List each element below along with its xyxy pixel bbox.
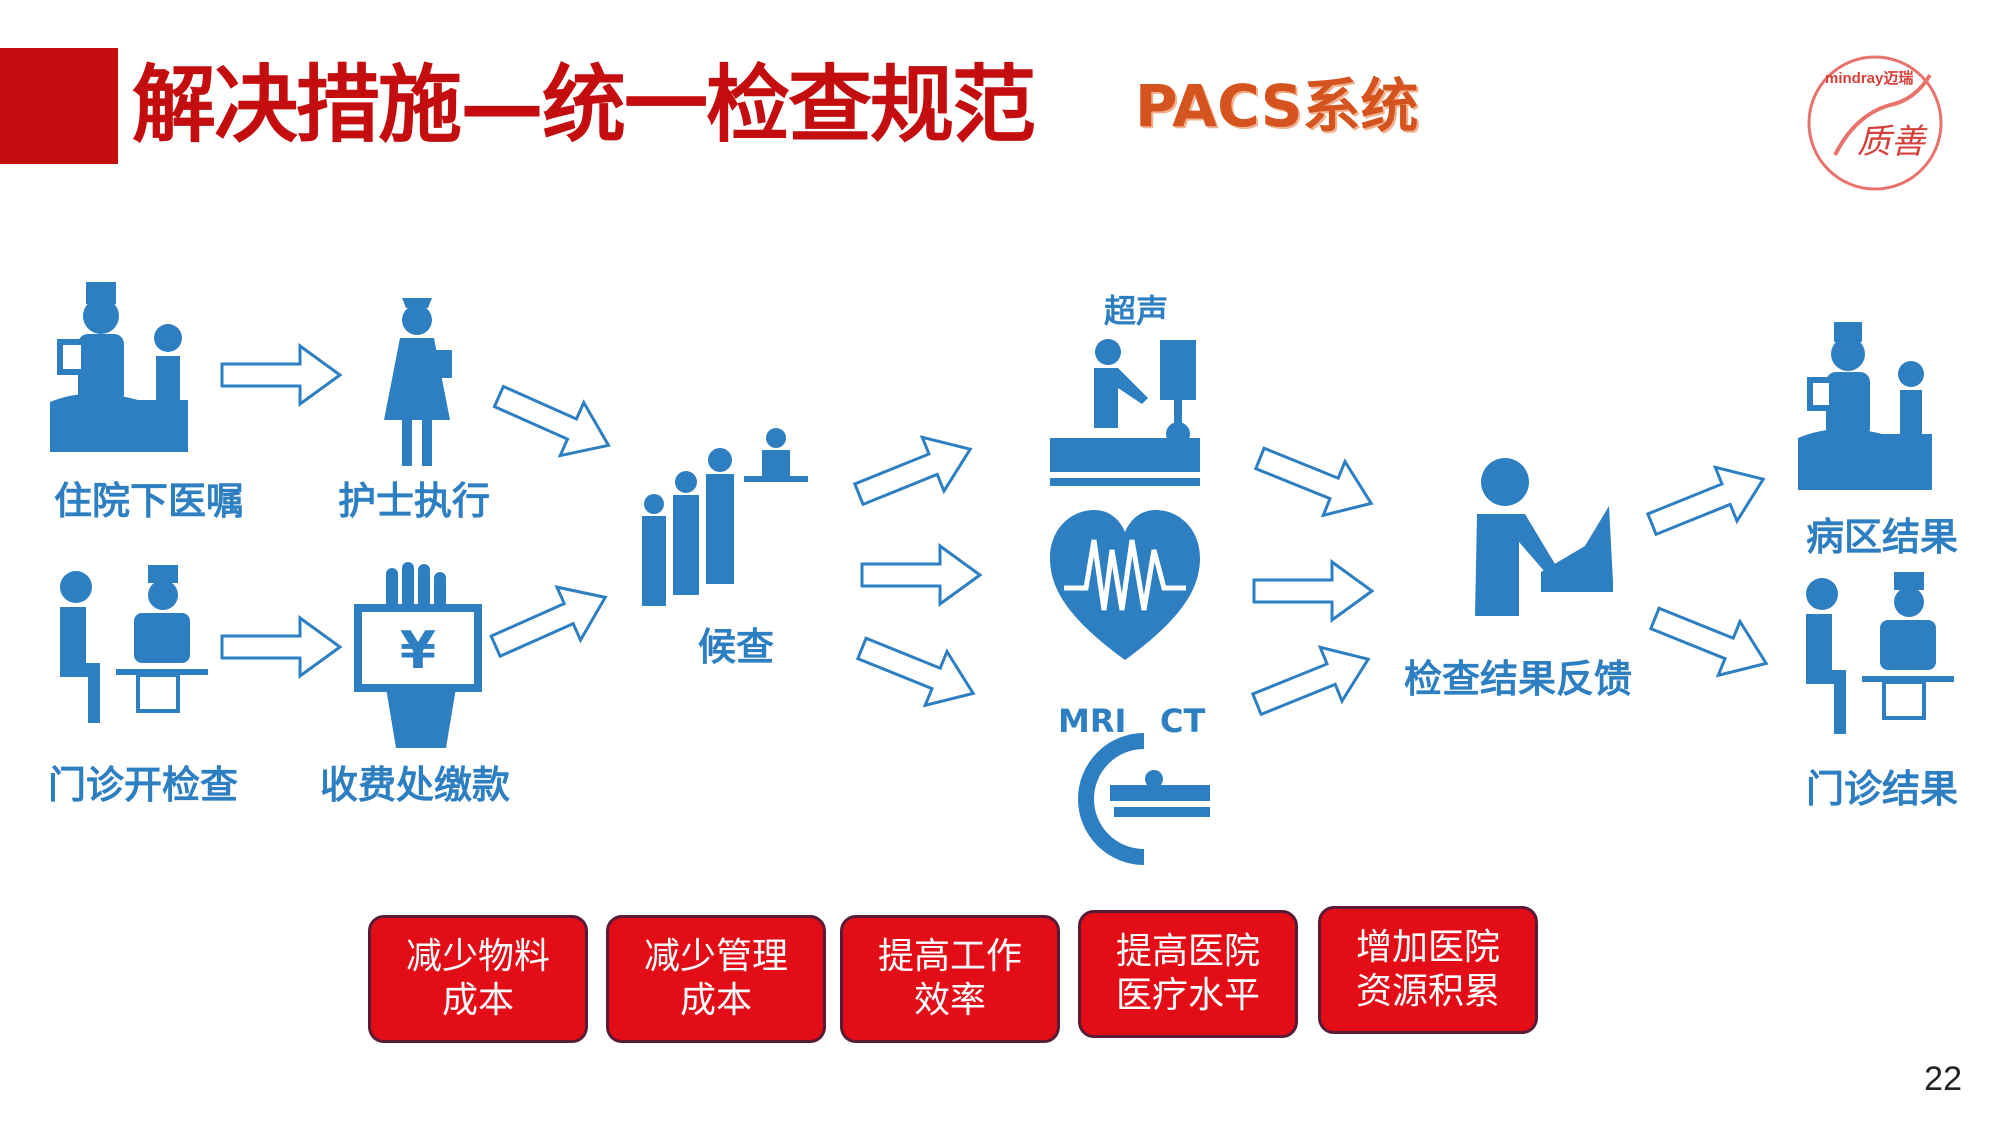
ultrasound-icon	[1050, 334, 1200, 498]
title-accent-block	[0, 48, 118, 164]
page-number: 22	[1924, 1060, 1962, 1098]
logo-brand: mindray迈瑞	[1825, 69, 1913, 87]
ultrasound-label: 超声	[1104, 292, 1169, 330]
benefit-line2: 资源积累	[1355, 971, 1500, 1012]
feedback-label: 检查结果反馈	[1404, 657, 1633, 701]
benefit-line1: 减少管理	[643, 936, 788, 977]
outpatient-result-icon	[1796, 572, 1956, 756]
arrow-icon	[220, 340, 345, 414]
arrow-icon	[1250, 440, 1380, 534]
nurse-execute-label: 护士执行	[338, 479, 491, 523]
heart-monitor-icon	[1050, 510, 1200, 674]
arrow-icon	[220, 612, 345, 686]
arrow-icon	[488, 380, 618, 474]
logo-text: 质善	[1857, 122, 1928, 162]
ward-doctor-icon	[1796, 322, 1946, 506]
slide-title: 解决措施—统一检查规范	[132, 56, 1036, 154]
benefit-box: 减少管理 成本	[606, 915, 826, 1043]
arrow-icon	[860, 540, 985, 614]
payment-icon: ¥	[354, 562, 486, 752]
arrow-icon	[852, 630, 982, 724]
inpatient-doctor-icon	[48, 282, 208, 466]
benefit-line1: 增加医院	[1355, 927, 1500, 968]
inpatient-order-label: 住院下医嘱	[54, 479, 245, 523]
ward-result-label: 病区结果	[1806, 515, 1959, 559]
mindray-logo: mindray迈瑞 质善	[1795, 45, 1955, 195]
svg-text:¥: ¥	[400, 621, 436, 681]
waiting-label: 候查	[698, 625, 775, 669]
benefit-box: 减少物料 成本	[368, 915, 588, 1043]
arrow-icon	[1252, 556, 1377, 630]
benefit-box: 提高工作 效率	[840, 915, 1060, 1043]
radiologist-icon	[1465, 456, 1615, 640]
arrow-icon	[488, 580, 618, 674]
payment-label: 收费处缴款	[320, 763, 511, 807]
outpatient-doctor-icon	[50, 565, 210, 739]
benefit-line2: 成本	[679, 980, 752, 1021]
benefit-box: 增加医院 资源积累	[1318, 906, 1538, 1034]
benefit-line1: 提高医院	[1115, 931, 1260, 972]
slide-subtitle: PACS系统	[1135, 72, 1419, 140]
arrow-icon	[1645, 460, 1775, 554]
benefit-line2: 成本	[441, 980, 514, 1021]
outpatient-result-label: 门诊结果	[1806, 767, 1959, 811]
nurse-icon	[378, 290, 458, 474]
waiting-queue-icon	[636, 428, 816, 614]
benefit-line1: 提高工作	[877, 936, 1022, 977]
benefit-line2: 医疗水平	[1115, 975, 1260, 1016]
outpatient-exam-label: 门诊开检查	[48, 763, 239, 807]
mri-label: MRI	[1058, 702, 1127, 740]
ct-label: CT	[1160, 702, 1206, 740]
arrow-icon	[1645, 600, 1775, 694]
arrow-icon	[1250, 640, 1380, 734]
arrow-icon	[852, 430, 982, 524]
ct-scanner-icon	[1074, 733, 1214, 869]
benefit-line2: 效率	[913, 980, 986, 1021]
benefit-box: 提高医院 医疗水平	[1078, 910, 1298, 1038]
benefit-line1: 减少物料	[405, 936, 550, 977]
